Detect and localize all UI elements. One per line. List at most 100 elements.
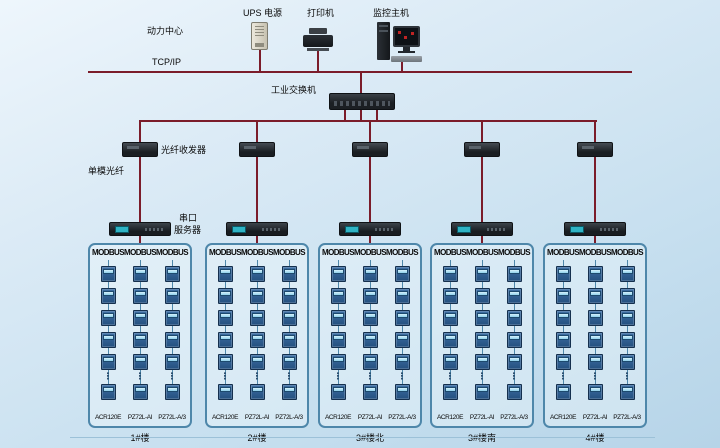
meter-screen: [332, 291, 344, 296]
meter-screen: [166, 291, 178, 296]
meter-stack: [132, 266, 148, 370]
meter-screen: [557, 313, 569, 318]
meter-screen: [508, 335, 520, 340]
branch-building-4: MODBUS ⋮ ACR120E MODBUS ⋮ PZ72L-AI MODBU…: [543, 120, 647, 444]
meter-icon: [394, 266, 410, 282]
meter-icon: [394, 310, 410, 326]
ellipsis: ⋮: [558, 371, 568, 381]
meter-icon: [442, 310, 458, 326]
meter-icon: [249, 266, 265, 282]
tcpip-label: TCP/IP: [152, 57, 182, 67]
meter-icon: [555, 332, 571, 348]
fiber-transceiver-label: 光纤收发器: [161, 145, 207, 155]
meter-screen: [589, 313, 601, 318]
meter-icon: [132, 354, 148, 370]
monitor-icon: [393, 26, 420, 47]
meter-icon: [217, 288, 233, 304]
serial-server-leds: [487, 228, 507, 231]
meter-screen: [476, 387, 488, 392]
meter-model-label: PZ72L-AI: [469, 414, 495, 421]
meter-screen: [476, 269, 488, 274]
meter-icon: [506, 354, 522, 370]
meter-icon: [506, 310, 522, 326]
meter-screen: [166, 269, 178, 274]
meter-screen: [251, 335, 263, 340]
meter-icon: [474, 332, 490, 348]
meter-icon: [281, 354, 297, 370]
meter-screen: [251, 387, 263, 392]
meter-screen: [332, 357, 344, 362]
meter-icon: [474, 266, 490, 282]
meter-icon: [249, 310, 265, 326]
ups-vent: [255, 26, 264, 36]
meter-icon: [587, 332, 603, 348]
meter-screen: [396, 313, 408, 318]
meter-icon: [164, 332, 180, 348]
modbus-column: MODBUS ⋮ PZ72L-A/3: [611, 248, 644, 421]
single-mode-fiber-label: 单模光纤: [88, 166, 125, 176]
single-mode-fiber-line: [256, 157, 258, 222]
meter-screen: [508, 269, 520, 274]
printer-paper-tray: [309, 28, 327, 34]
modbus-bus-line: [563, 260, 564, 395]
meter-stack: [474, 266, 490, 370]
modbus-column: MODBUS ⋮ PZ72L-AI: [241, 248, 274, 421]
branch-building-2: MODBUS ⋮ ACR120E MODBUS ⋮ PZ72L-AI MODBU…: [205, 120, 309, 444]
tower-drive-bay: [379, 30, 388, 32]
meter-screen: [364, 291, 376, 296]
ellipsis: ⋮: [365, 371, 375, 381]
modbus-column: MODBUS ⋮ PZ72L-AI: [579, 248, 612, 421]
meter-icon: [362, 266, 378, 282]
meter-icon: [281, 332, 297, 348]
transceiver-slot: [582, 146, 594, 149]
modbus-bus-line: [595, 260, 596, 395]
meter-stack: [132, 384, 148, 400]
modbus-bus-line: [627, 260, 628, 395]
meter-icon: [394, 288, 410, 304]
meter-icon: [555, 354, 571, 370]
ellipsis: ⋮: [252, 371, 262, 381]
fiber-transceiver-icon: [577, 142, 613, 157]
meter-icon: [362, 288, 378, 304]
group-label: 3#楼南: [467, 433, 496, 443]
meter-model-label: ACR120E: [94, 414, 122, 421]
meter-icon: [217, 384, 233, 400]
meter-stack: [281, 384, 297, 400]
meter-screen: [219, 313, 231, 318]
meter-icon: [281, 310, 297, 326]
meter-group-box: MODBUS ⋮ ACR120E MODBUS ⋮ PZ72L-AI MODBU…: [205, 243, 309, 428]
modbus-label: MODBUS: [322, 248, 355, 257]
meter-screen: [283, 335, 295, 340]
modbus-column: MODBUS ⋮ ACR120E: [547, 248, 580, 421]
industrial-switch-icon: [329, 93, 395, 110]
meter-icon: [249, 354, 265, 370]
meter-screen: [557, 387, 569, 392]
meter-screen: [219, 387, 231, 392]
meter-screen: [621, 269, 633, 274]
meter-model-label: PZ72L-AI: [357, 414, 383, 421]
meter-icon: [132, 266, 148, 282]
fiber-transceiver-icon: [464, 142, 500, 157]
meter-stack: [249, 266, 265, 370]
meter-icon: [619, 332, 635, 348]
meter-screen: [396, 357, 408, 362]
meter-icon: [555, 288, 571, 304]
meter-screen: [508, 387, 520, 392]
bottom-separator: [70, 437, 655, 438]
meter-screen: [251, 269, 263, 274]
meter-icon: [281, 288, 297, 304]
meter-screen: [476, 313, 488, 318]
modbus-column: MODBUS ⋮ PZ72L-AI: [466, 248, 499, 421]
transceiver-slot: [127, 146, 139, 149]
meter-stack: [362, 384, 378, 400]
meter-screen: [283, 387, 295, 392]
meter-stack: [474, 384, 490, 400]
meter-icon: [132, 384, 148, 400]
modbus-column: MODBUS ⋮ ACR120E: [434, 248, 467, 421]
serial-link-line: [256, 236, 258, 243]
meter-icon: [442, 384, 458, 400]
meter-icon: [619, 384, 635, 400]
tower-drive-bay: [379, 25, 388, 27]
meter-stack: [555, 266, 571, 370]
